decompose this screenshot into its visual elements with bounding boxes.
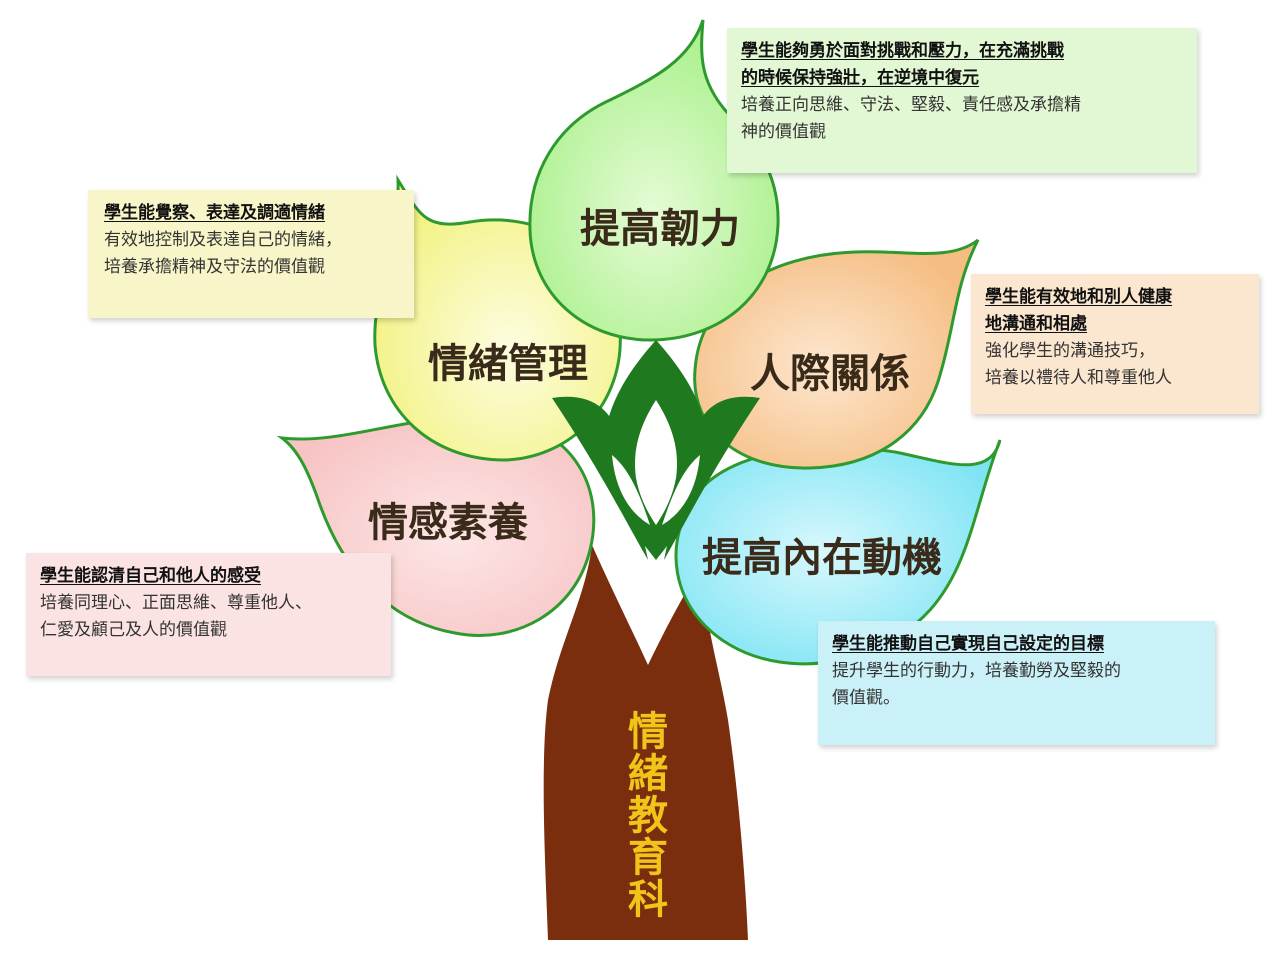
trunk-label-char: 育 — [628, 834, 668, 881]
note-body: 培養同理心、正面思維、尊重他人、 — [40, 593, 312, 613]
label-intrinsic-motivation: 提高內在動機 — [702, 534, 942, 581]
note-body: 強化學生的溝通技巧， — [985, 341, 1155, 361]
lotus-emblem-icon — [552, 340, 760, 560]
label-emotion-management: 情緒管理 — [428, 340, 588, 387]
trunk-label-char: 情 — [628, 708, 668, 755]
note-body: 提升學生的行動力，培養勤勞及堅毅的 — [832, 661, 1121, 681]
label-resilience: 提高韌力 — [580, 205, 740, 252]
tree-trunk — [543, 545, 748, 940]
note-emotion-management: 學生能覺察、表達及調適情緒 有效地控制及表達自己的情緒， 培養承擔精神及守法的價… — [88, 190, 414, 318]
leaf-intrinsic-motivation — [674, 439, 1002, 666]
trunk-label-char: 緒 — [628, 750, 668, 797]
note-heading: 學生能夠勇於面對挑戰和壓力，在充滿挑戰 — [741, 41, 1064, 61]
trunk-label-char: 教 — [628, 792, 668, 839]
note-body: 培養正向思維、守法、堅毅、責任感及承擔精 — [741, 95, 1081, 115]
trunk-label-char: 科 — [628, 876, 668, 923]
note-interpersonal-relationships: 學生能有效地和別人健康 地溝通和相處 強化學生的溝通技巧， 培養以禮待人和尊重他… — [971, 274, 1259, 414]
note-body: 有效地控制及表達自己的情緒， — [104, 230, 342, 250]
note-resilience: 學生能夠勇於面對挑戰和壓力，在充滿挑戰 的時候保持強壯，在逆境中復元 培養正向思… — [727, 28, 1197, 173]
note-body: 價值觀。 — [832, 688, 900, 708]
note-heading: 的時候保持強壯，在逆境中復元 — [741, 68, 979, 88]
label-interpersonal-relationships: 人際關係 — [750, 350, 910, 397]
note-body: 培養承擔精神及守法的價值觀 — [104, 257, 325, 277]
note-heading: 學生能覺察、表達及調適情緒 — [104, 203, 325, 223]
note-intrinsic-motivation: 學生能推動自己實現自己設定的目標 提升學生的行動力，培養勤勞及堅毅的 價值觀。 — [818, 621, 1215, 745]
note-emotional-literacy: 學生能認清自己和他人的感受 培養同理心、正面思維、尊重他人、 仁愛及顧己及人的價… — [26, 553, 391, 676]
note-heading: 學生能認清自己和他人的感受 — [40, 566, 261, 586]
note-heading: 學生能有效地和別人健康 — [985, 287, 1172, 307]
note-heading: 學生能推動自己實現自己設定的目標 — [832, 634, 1104, 654]
note-heading: 地溝通和相處 — [985, 314, 1087, 334]
label-emotional-literacy: 情感素養 — [368, 499, 528, 546]
note-body: 培養以禮待人和尊重他人 — [985, 368, 1172, 388]
note-body: 神的價值觀 — [741, 122, 826, 142]
note-body: 仁愛及顧己及人的價值觀 — [40, 620, 227, 640]
